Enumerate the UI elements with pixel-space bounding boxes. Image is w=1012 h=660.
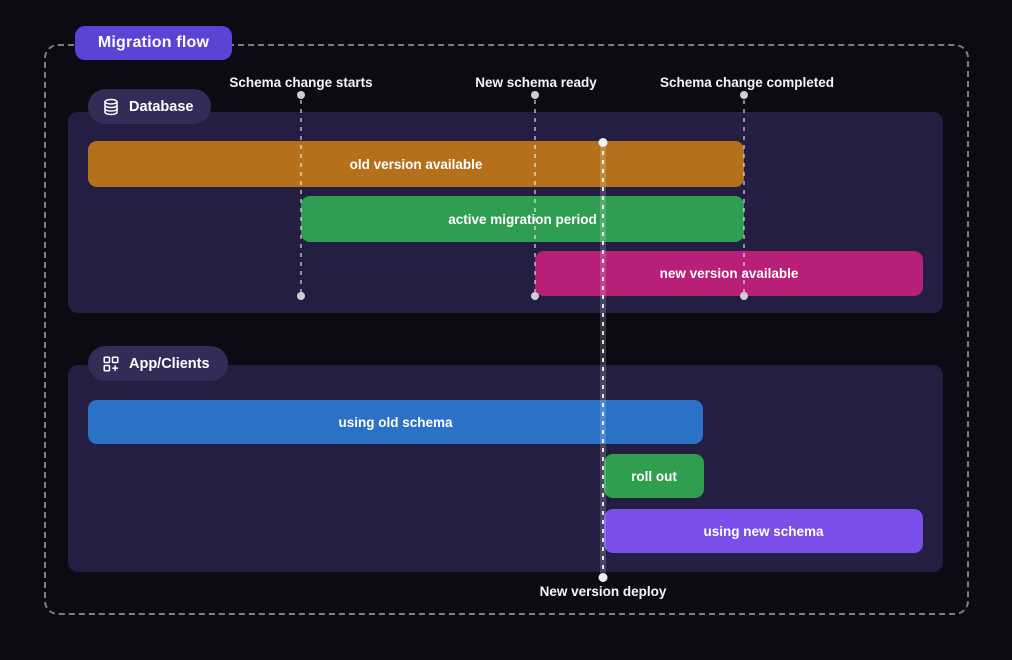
grid-plus-icon: [103, 356, 119, 371]
diagram-title-badge: Migration flow: [75, 26, 232, 60]
lane-label-database: Database: [129, 98, 194, 115]
bar-active-migration-period[interactable]: active migration period: [301, 196, 744, 242]
milestone-line-schema-change-completed: [743, 100, 745, 293]
bar-label: using old schema: [338, 414, 453, 430]
deploy-marker-line: [600, 142, 606, 578]
bar-using-old-schema[interactable]: using old schema: [88, 400, 703, 444]
bar-using-new-schema[interactable]: using new schema: [604, 509, 923, 553]
bar-label: using new schema: [703, 523, 824, 539]
bar-roll-out[interactable]: roll out: [604, 454, 704, 498]
bar-old-version-available[interactable]: old version available: [88, 141, 744, 187]
bar-label: new version available: [659, 266, 799, 281]
bar-label: roll out: [631, 468, 677, 484]
diagram-dashed-frame: [44, 44, 969, 615]
lane-badge-app-clients: App/Clients: [88, 346, 228, 381]
lane-label-app-clients: App/Clients: [129, 355, 210, 372]
milestone-label-schema-change-completed: Schema change completed: [659, 75, 835, 90]
database-icon: [104, 98, 118, 115]
diagram-title: Migration flow: [97, 34, 210, 51]
bar-label: active migration period: [448, 211, 597, 227]
milestone-line-schema-change-starts: [300, 100, 302, 293]
milestone-label-schema-change-starts: Schema change starts: [229, 75, 373, 90]
bar-new-version-available[interactable]: new version available: [535, 251, 923, 296]
deploy-marker-label: New version deploy: [539, 584, 667, 599]
milestone-line-new-schema-ready: [534, 100, 536, 293]
bar-label: old version available: [349, 156, 483, 172]
deploy-marker-line-core: [602, 142, 604, 578]
milestone-label-new-schema-ready: New schema ready: [475, 75, 597, 90]
lane-badge-database: Database: [88, 89, 212, 124]
